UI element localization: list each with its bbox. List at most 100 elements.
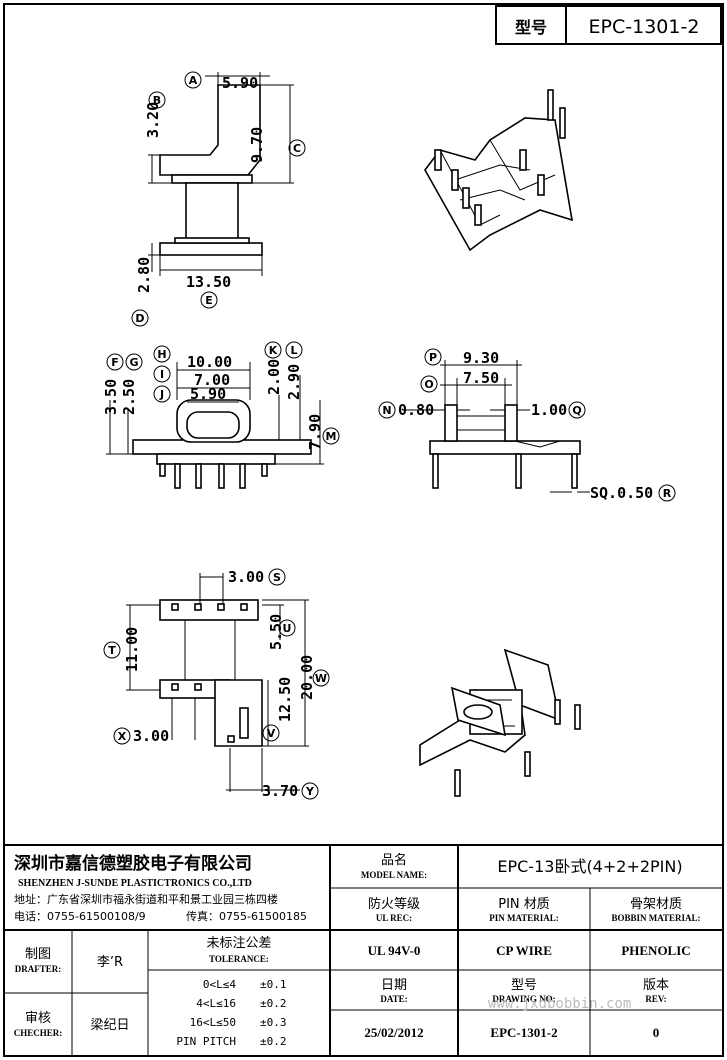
marker-t: T [103, 641, 121, 659]
dim-f: 3.50 [102, 379, 120, 415]
ul-label-en: UL REC: [376, 913, 412, 923]
date-label-cn: 日期 [381, 978, 407, 993]
isometric-view-top [424, 89, 574, 252]
tolerance-value: ±0.1 [260, 978, 287, 991]
svg-text:N: N [382, 404, 391, 417]
marker-u: U [278, 619, 296, 637]
marker-f: F [106, 353, 124, 371]
tolerance-table: 0<L≤4 ±0.1 4<L≤16 ±0.2 16<L≤50 ±0.3 PIN … [176, 978, 286, 1048]
tolerance-range: PIN PITCH [176, 1035, 236, 1048]
svg-text:A: A [189, 74, 198, 87]
isometric-view-bottom [419, 648, 581, 797]
drawing-no-label-en: DRAWING NO: [492, 994, 555, 1004]
svg-text:D: D [135, 312, 144, 325]
model-name-label-en: MODEL NAME: [361, 870, 427, 880]
svg-text:C: C [293, 142, 301, 155]
dim-h: 10.00 [187, 353, 232, 371]
date-value: 25/02/2012 [364, 1025, 423, 1040]
svg-text:M: M [326, 430, 337, 443]
ul-value: UL 94V-0 [368, 943, 421, 958]
svg-text:J: J [159, 388, 164, 401]
marker-n: N [378, 401, 396, 419]
svg-text:U: U [283, 622, 292, 635]
dim-x: 3.00 [133, 727, 169, 745]
marker-h: H [153, 345, 171, 363]
drafter-value: 李’R [97, 955, 123, 970]
marker-g: G [125, 353, 143, 371]
marker-y: Y [301, 782, 319, 800]
marker-b: B [148, 91, 166, 109]
marker-m: M [322, 427, 340, 445]
bobbin-material-value: PHENOLIC [621, 943, 690, 958]
dim-o: 7.50 [463, 369, 499, 387]
dim-a: 5.90 [222, 74, 258, 92]
front-view: 10.00 7.00 5.90 3.50 2.50 2.00 2.90 7.90… [102, 341, 340, 489]
dim-r: SQ.0.50 [590, 484, 653, 502]
company-name-en: SHENZHEN J-SUNDE PLASTICTRONICS CO.,LTD [18, 878, 252, 889]
marker-a: A [184, 71, 202, 89]
marker-l: L [285, 341, 303, 359]
tolerance-range: 4<L≤16 [196, 997, 236, 1010]
dim-v: 12.50 [276, 677, 294, 722]
dim-b: 3.20 [144, 102, 162, 138]
tolerance-value: ±0.3 [260, 1016, 287, 1029]
marker-s: S [268, 568, 286, 586]
drawing-no-label-cn: 型号 [511, 978, 537, 993]
tolerance-range: 0<L≤4 [203, 978, 236, 991]
company-name-cn: 深圳市嘉信德塑胶电子有限公司 [14, 853, 252, 874]
rev-label-cn: 版本 [643, 978, 669, 993]
marker-q: Q [568, 401, 586, 419]
dim-i: 7.00 [194, 371, 230, 389]
dim-s: 3.00 [228, 568, 264, 586]
svg-text:R: R [663, 487, 672, 500]
marker-k: K [264, 341, 282, 359]
marker-o: O [420, 375, 438, 393]
svg-text:F: F [111, 356, 119, 369]
model-name-value: EPC-13卧式(4+2+2PIN) [497, 857, 682, 876]
rev-label-en: REV: [645, 994, 666, 1004]
marker-v: V [262, 724, 280, 742]
top-view: 5.90 3.20 9.70 2.80 13.50 A B C D E [131, 71, 306, 327]
checker-label-en: CHECHER: [14, 1028, 63, 1038]
pin-material-label-en: PIN MATERIAL: [489, 913, 559, 923]
title-block: 深圳市嘉信德塑胶电子有限公司 SHENZHEN J-SUNDE PLASTICT… [4, 844, 723, 1056]
svg-text:T: T [108, 644, 116, 657]
marker-j: J [153, 385, 171, 403]
date-label-en: DATE: [380, 994, 407, 1004]
dim-k: 2.00 [265, 359, 283, 395]
dim-c: 9.70 [248, 127, 266, 163]
svg-text:L: L [290, 344, 297, 357]
tolerance-value: ±0.2 [260, 997, 287, 1010]
bobbin-material-label-cn: 骨架材质 [630, 897, 682, 912]
bobbin-material-label-en: BOBBIN MATERIAL: [611, 913, 700, 923]
company-phone: 电话：0755-61500108/9 [14, 910, 146, 923]
dim-g: 2.50 [120, 379, 138, 415]
dim-e: 13.50 [186, 273, 231, 291]
tolerance-label-cn: 未标注公差 [206, 936, 271, 951]
header-model-label: 型号 [515, 18, 547, 37]
company-fax: 传真：0755-61500185 [186, 909, 307, 923]
svg-text:V: V [267, 727, 276, 740]
dim-y: 3.70 [262, 782, 298, 800]
marker-c: C [288, 139, 306, 157]
rev-value: 0 [653, 1025, 660, 1040]
drawing-no-value: EPC-1301-2 [490, 1025, 557, 1040]
dim-d: 2.80 [135, 257, 153, 293]
header-model-value: EPC-1301-2 [589, 16, 700, 38]
svg-text:I: I [160, 368, 164, 381]
dim-m: 7.90 [306, 414, 324, 450]
dim-n: 0.80 [398, 401, 434, 419]
marker-r: R [658, 484, 676, 502]
marker-p: P [424, 348, 442, 366]
svg-text:K: K [269, 344, 278, 357]
dim-j: 5.90 [190, 385, 226, 403]
dim-w: 20.00 [298, 655, 316, 700]
watermark: www.jxdbobbin.com [488, 996, 631, 1012]
svg-text:S: S [273, 571, 281, 584]
model-name-label-cn: 品名 [381, 852, 407, 868]
checker-label-cn: 审核 [25, 1011, 51, 1026]
tolerance-range: 16<L≤50 [190, 1016, 236, 1029]
svg-text:W: W [315, 672, 327, 685]
marker-x: X [113, 727, 131, 745]
tolerance-label-en: TOLERANCE: [209, 954, 269, 964]
